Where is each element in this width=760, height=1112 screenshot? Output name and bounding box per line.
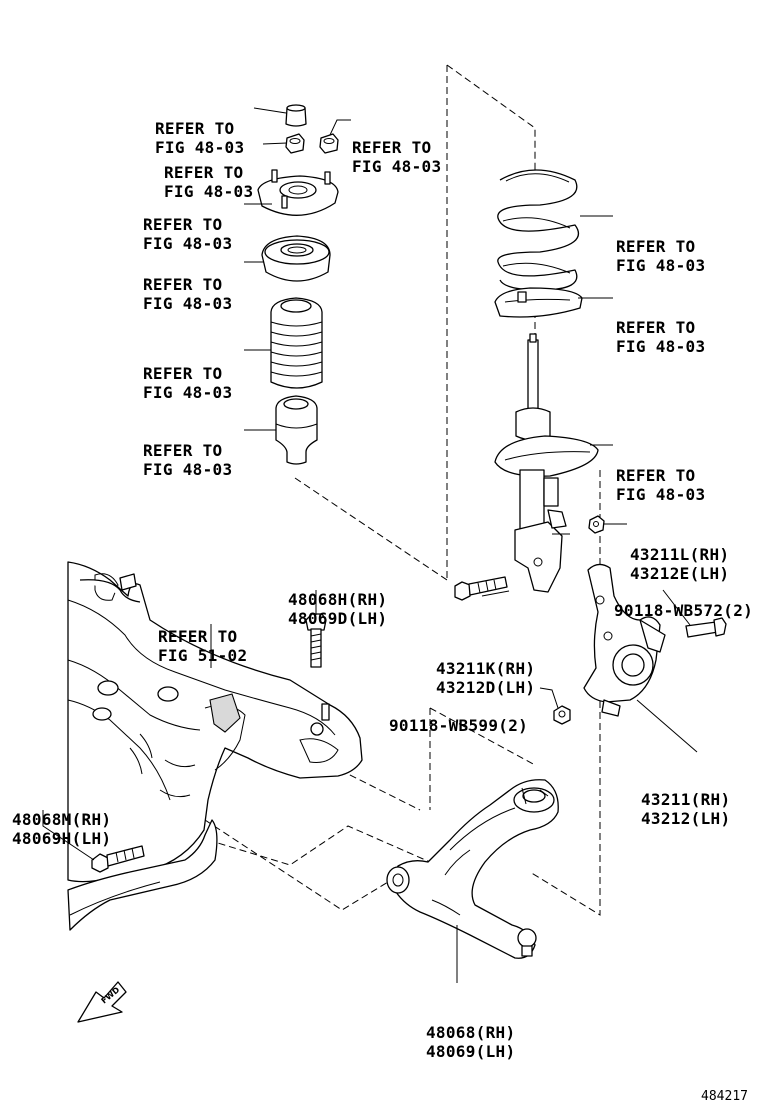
label-48068-arm: 48068(RH)48069(LH) [426,1023,516,1061]
label-90118-WB599-nut: 90118-WB599(2) [389,716,529,735]
steering-knuckle-part [583,563,666,717]
upper-support-part [257,169,339,216]
coil-spring-part [497,169,580,291]
knuckle-bolt-part [685,617,727,638]
label-48068H-bolt: 48068H(RH)48069D(LH) [288,590,388,628]
leader-lines [42,107,698,983]
lower-control-arm-part [386,779,559,959]
upper-nut-right-part [319,133,339,154]
stabilizer-bar-part [79,573,141,603]
dust-boot-part [270,297,323,389]
front-arrow-icon: FWD [77,981,127,1023]
label-43211-knuckle: 43211(RH)43212(LH) [641,790,731,828]
label-43211L-nut: 43211L(RH)43212E(LH) [630,545,730,583]
figure-number: 484217 [701,1089,748,1104]
rear-bushing-bolt-part [91,845,145,873]
label-90118-WB572-bolt: 90118-WB572(2) [614,601,754,620]
spring-insulator-part [494,287,583,318]
suspension-crossmember-part [67,561,363,931]
strut-nut-part [588,515,605,534]
crossmember-bolt-part [305,613,327,668]
label-48068M-bolt: 48068M(RH)48069H(LH) [12,810,112,848]
label-43211K-bolt: 43211K(RH)43212D(LH) [436,659,536,697]
upper-nut-left-part [285,133,305,154]
strut-bolt-part [454,576,508,601]
knuckle-nut-part [553,705,571,725]
strut-assembly-part [494,333,599,593]
bump-stopper-part [275,395,318,465]
dust-cap-part [285,104,307,127]
bearing-seat-part [261,235,331,282]
